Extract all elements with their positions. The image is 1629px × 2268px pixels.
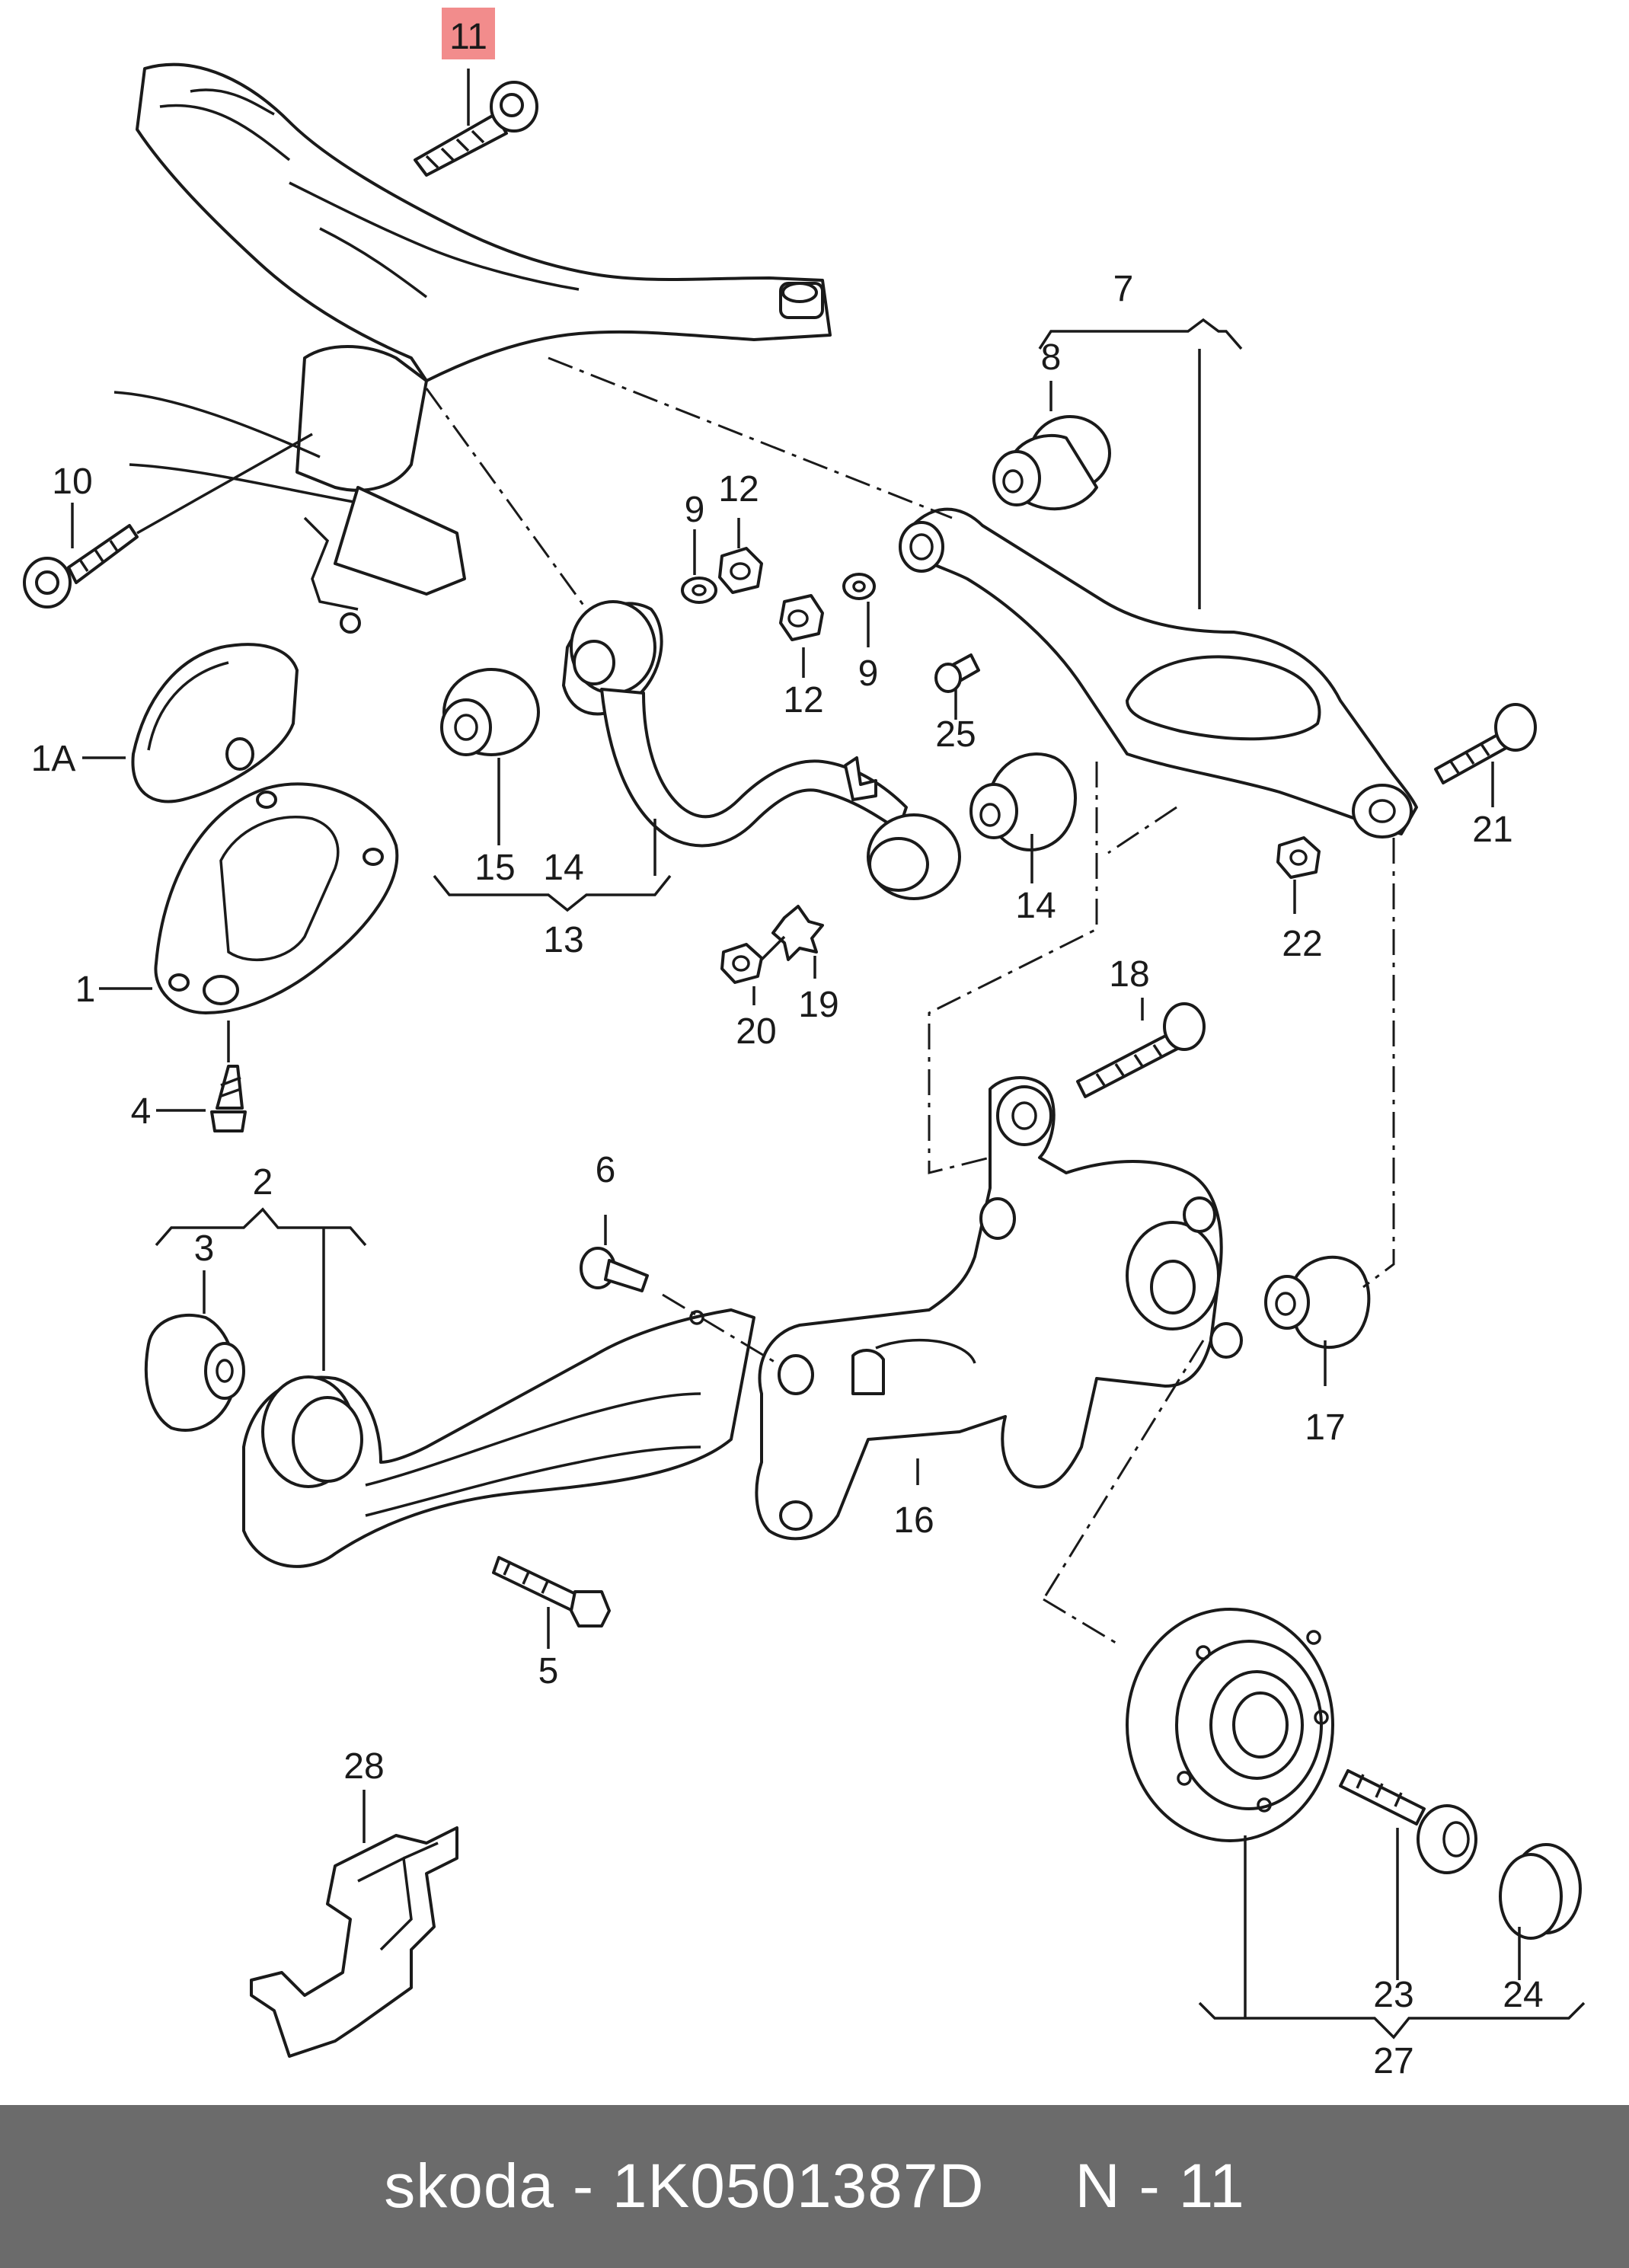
callout-1a: 1A [31,739,76,779]
callout-14-a: 14 [543,848,583,888]
bolt-6 [580,1247,649,1292]
callout-19: 19 [798,985,838,1025]
callout-12-b: 12 [783,680,823,720]
nut-22 [1276,836,1321,879]
nut-20-washer-19 [720,905,824,984]
mount-bracket-1 [154,782,399,1014]
callout-6: 6 [596,1150,616,1190]
callout-20: 20 [736,1011,776,1052]
callout-28: 28 [343,1746,384,1787]
assembly-lines [425,356,1395,1647]
callout-13: 13 [543,920,583,960]
callout-18: 18 [1109,954,1149,995]
bolt-5 [492,1556,611,1628]
subframe [113,62,832,634]
cap-24 [1499,1843,1582,1940]
callout-3: 3 [194,1228,215,1269]
callout-12-a: 12 [718,469,759,510]
bolt-11 [414,81,538,177]
callout-7: 7 [1113,269,1134,309]
part-number-caption: skoda - 1K0501387D N - 11 [384,2151,1245,2221]
callout-10: 10 [52,462,92,502]
bracket-28 [250,1826,458,2058]
screw-4 [210,1021,247,1132]
control-arm-13 [440,600,961,900]
callout-2: 2 [253,1162,273,1203]
leader-lines [71,69,1586,2040]
callout-9-a: 9 [685,490,705,530]
lower-arm-7 [899,415,1418,839]
trailing-arm-2 [144,1308,755,1568]
callout-23: 23 [1373,1975,1413,2015]
bushing-14 [969,752,1077,851]
wheel-carrier-16 [755,1076,1243,1541]
bolt-10 [23,433,313,609]
callout-9-b: 9 [858,653,879,694]
callout-17: 17 [1305,1407,1345,1448]
callout-24: 24 [1503,1975,1543,2015]
callout-25: 25 [935,714,976,755]
nut-washer-set [681,547,876,641]
highlight-11 [442,8,495,59]
callout-14-b: 14 [1015,886,1056,926]
callout-5: 5 [538,1651,559,1691]
callout-8: 8 [1041,337,1062,378]
bolt-25 [934,653,980,693]
callout-4: 4 [131,1091,152,1132]
callout-11: 11 [449,17,487,57]
bolt-18 [1076,1002,1206,1098]
wheel-hub-27 [1126,1608,1334,1842]
callout-27: 27 [1373,2041,1413,2081]
bolt-23 [1339,1769,1477,1874]
cover-1a [131,643,299,803]
callout-1: 1 [75,969,96,1010]
callout-16: 16 [893,1500,934,1541]
rear-axle-parts-diagram: 11 7 8 10 12 9 12 9 25 1A 15 14 13 14 21… [23,8,1586,2081]
bolt-21 [1434,703,1537,784]
callout-labels: 11 7 8 10 12 9 12 9 25 1A 15 14 13 14 21… [31,17,1544,2081]
footer-bar: skoda - 1K0501387D N - 11 [0,2105,1629,2268]
bushing-17 [1264,1255,1371,1349]
callout-21: 21 [1472,810,1512,850]
callout-15: 15 [474,848,515,888]
callout-22: 22 [1282,924,1322,964]
